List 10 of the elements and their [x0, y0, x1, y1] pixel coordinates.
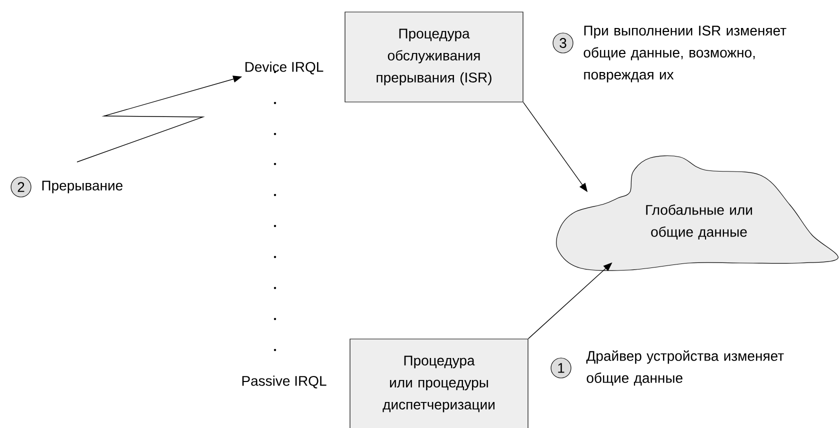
- callout-text: При выполнении ISR изменяет общие данные, возможно, повреждая их: [584, 26, 786, 82]
- callout-number: 1: [550, 358, 572, 378]
- callout-text: Драйвер устройства изменяет общие данные: [586, 350, 784, 386]
- plain-text: Device IRQL: [245, 62, 324, 74]
- process-box: Процедура обслуживания прерывания (ISR): [344, 12, 524, 102]
- process-box: Процедура или процедуры диспетчеризации: [350, 338, 528, 428]
- callout-number: 2: [10, 176, 32, 198]
- callout-number: 3: [552, 32, 574, 54]
- callout-text: Прерывание: [42, 180, 122, 194]
- level-label: Passive IRQL: [242, 376, 326, 388]
